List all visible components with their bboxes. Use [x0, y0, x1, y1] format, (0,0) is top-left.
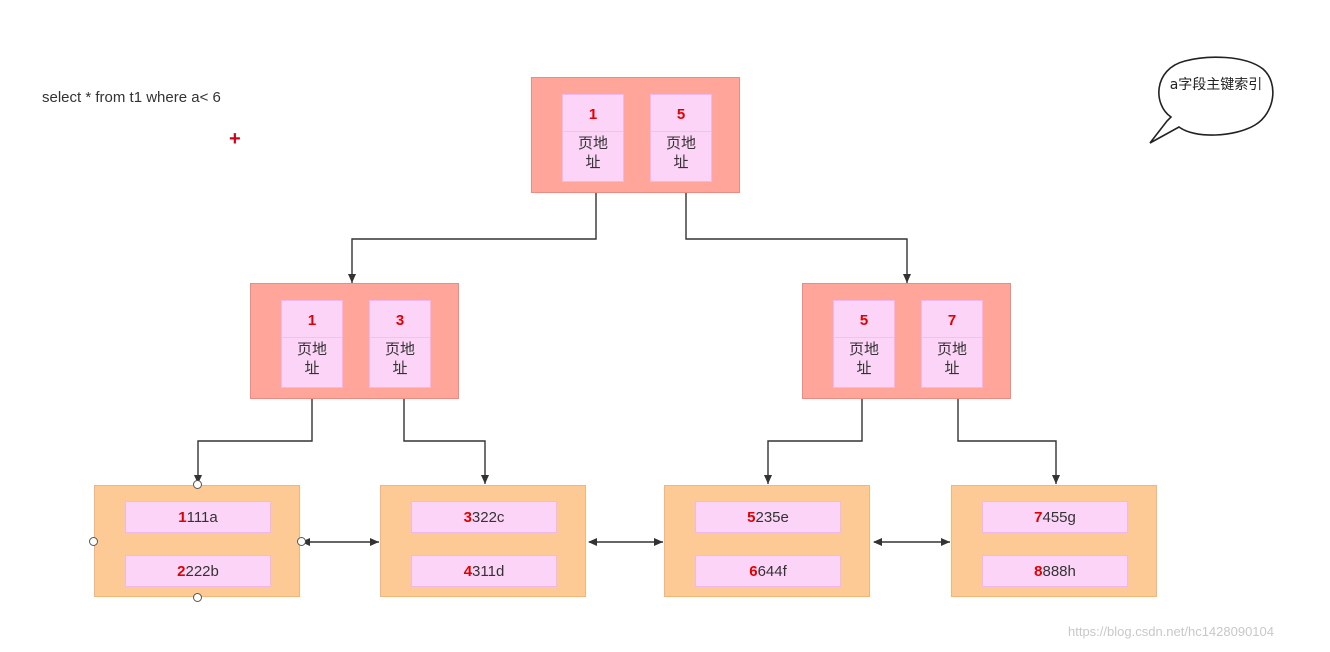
- record-key: 2: [177, 562, 186, 580]
- page-address-label: 页地址: [384, 340, 415, 377]
- record-key: 4: [463, 562, 473, 580]
- callout-text: a字段主键索引: [1169, 77, 1263, 93]
- internal-node-left[interactable]: 1 页地址 3 页地址: [250, 283, 459, 399]
- plus-marker: +: [229, 128, 241, 150]
- record-value: 311d: [472, 562, 505, 580]
- edge-root-right: [685, 192, 911, 283]
- resize-handle-right[interactable]: [297, 537, 306, 546]
- record-key: 6: [749, 562, 758, 580]
- internal-right-key-2: 7: [947, 312, 957, 329]
- record-key: 1: [178, 508, 187, 526]
- record-value: 322c: [471, 508, 505, 526]
- record-value: 455g: [1042, 508, 1076, 526]
- edge-internal-left-2: [403, 397, 489, 484]
- page-address-label: 页地址: [665, 134, 696, 171]
- resize-handle-top[interactable]: [193, 480, 202, 489]
- record-key: 5: [747, 508, 756, 526]
- edge-root-left: [348, 192, 597, 283]
- internal-right-cell-2: 7 页地址: [921, 300, 983, 388]
- page-address-label: 页地址: [296, 340, 327, 377]
- resize-handle-left[interactable]: [89, 537, 98, 546]
- record-value: 644f: [757, 562, 787, 580]
- root-key-2: 5: [676, 106, 686, 123]
- edge-internal-right-1: [764, 397, 863, 484]
- record-key: 8: [1034, 562, 1043, 580]
- internal-node-right[interactable]: 5 页地址 7 页地址: [802, 283, 1011, 399]
- root-node[interactable]: 1 页地址 5 页地址: [531, 77, 740, 193]
- record-value: 235e: [755, 508, 789, 526]
- internal-right-key-1: 5: [859, 312, 869, 329]
- internal-left-key-2: 3: [395, 312, 405, 329]
- page-address-label: 页地址: [848, 340, 879, 377]
- page-address-label: 页地址: [577, 134, 608, 171]
- root-cell-2: 5 页地址: [650, 94, 712, 182]
- edge-internal-left-1: [194, 397, 313, 484]
- record-key: 7: [1034, 508, 1043, 526]
- edge-internal-right-2: [957, 397, 1060, 484]
- page-address-label: 页地址: [936, 340, 967, 377]
- record-value: 888h: [1042, 562, 1076, 580]
- resize-handle-bottom[interactable]: [193, 593, 202, 602]
- sql-query-text: select * from t1 where a< 6: [42, 89, 221, 106]
- record-key: 3: [463, 508, 472, 526]
- root-cell-1: 1 页地址: [562, 94, 624, 182]
- record-value: 111a: [186, 508, 218, 526]
- speech-bubble-icon[interactable]: [1145, 55, 1277, 147]
- watermark: https://blog.csdn.net/hc1428090104: [1068, 624, 1274, 639]
- root-key-1: 1: [588, 106, 598, 123]
- internal-left-cell-2: 3 页地址: [369, 300, 431, 388]
- internal-left-key-1: 1: [307, 312, 317, 329]
- internal-right-cell-1: 5 页地址: [833, 300, 895, 388]
- internal-left-cell-1: 1 页地址: [281, 300, 343, 388]
- record-value: 222b: [185, 562, 219, 580]
